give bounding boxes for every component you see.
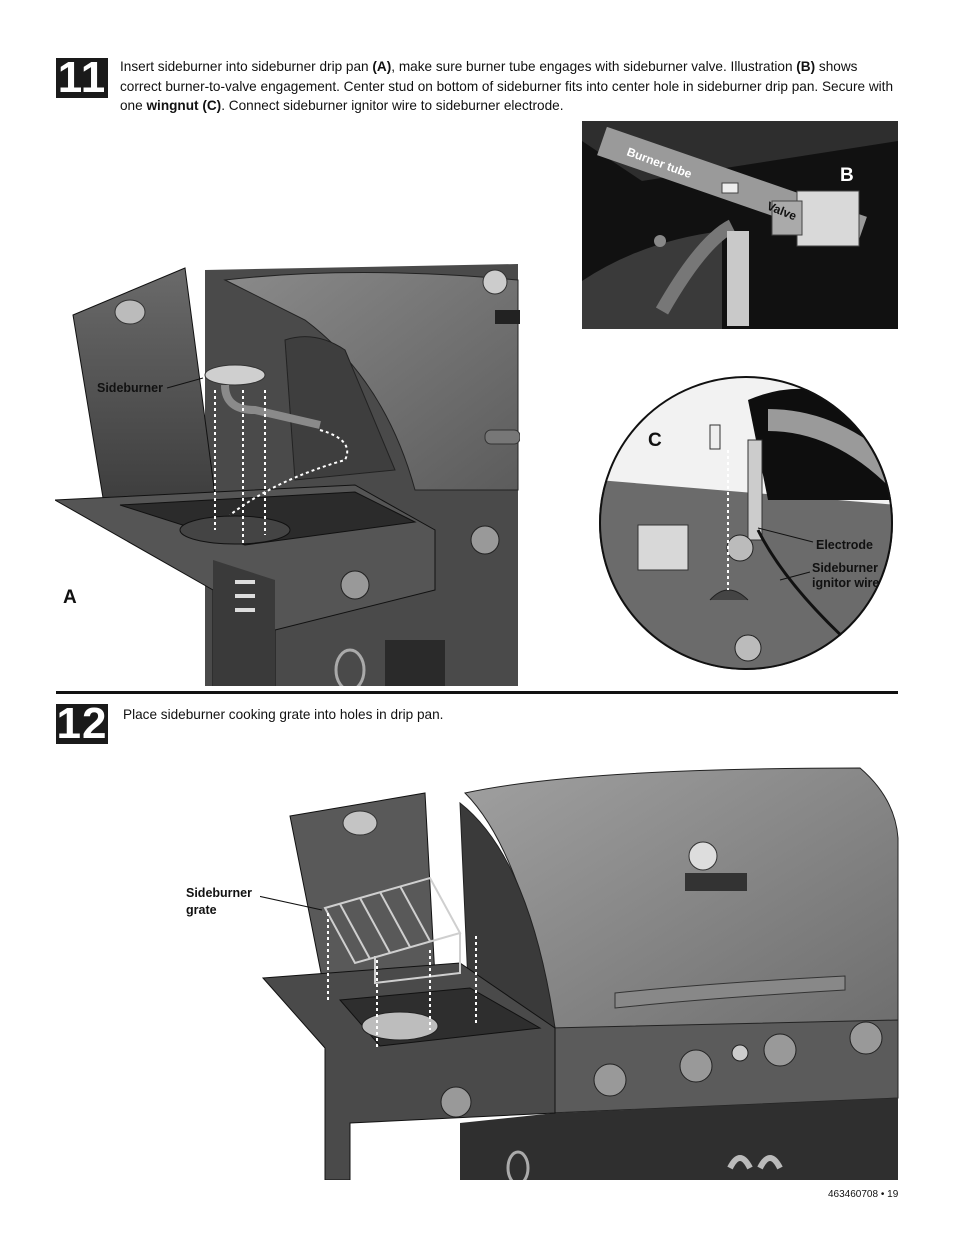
step-11-text-part-1: Insert sideburner into sideburner drip p…: [120, 59, 373, 74]
illustration-a: [55, 264, 520, 686]
section-divider: [56, 691, 898, 694]
letter-a: A: [63, 587, 77, 608]
page-footer: 463460708 • 19: [828, 1189, 898, 1200]
footer-separator: •: [880, 1189, 885, 1200]
illustration-c: C: [599, 376, 893, 670]
label-electrode: Electrode: [816, 538, 873, 552]
step-11-text-part-2: , make sure burner tube engages with sid…: [391, 59, 797, 74]
step-11-number: 11: [56, 53, 108, 102]
callout-grate-line1: Sideburner: [186, 886, 252, 900]
page-number: 19: [887, 1189, 899, 1200]
callout-grate-line2: grate: [186, 903, 217, 917]
callout-sideburner: Sideburner: [97, 381, 163, 395]
step-12-number: 12: [56, 699, 108, 748]
step-11-instructions: Insert sideburner into sideburner drip p…: [120, 57, 900, 116]
illustration-step-12: [260, 767, 899, 1180]
step-11-ref-b: (B): [796, 59, 816, 74]
step-11-ref-a: (A): [372, 59, 392, 74]
char-broil-logo-12: [685, 873, 747, 891]
char-broil-logo-a: [495, 310, 520, 324]
step-11-ref-c: wingnut (C): [146, 98, 222, 113]
letter-c: C: [648, 430, 662, 451]
letter-b: B: [840, 165, 854, 186]
step-11-text-part-4: . Connect sideburner ignitor wire to sid…: [221, 98, 564, 113]
step-11-text-part-3: shows correct burner-to-valve engagement…: [120, 59, 893, 113]
label-ignitor-wire-line1: Sideburner: [812, 561, 878, 575]
label-ignitor-wire-line2: ignitor wire: [812, 576, 880, 590]
doc-number: 463460708: [828, 1189, 879, 1200]
illustration-b: Burner tube Valve B: [582, 121, 898, 329]
step-12-instructions: Place sideburner cooking grate into hole…: [123, 707, 444, 722]
